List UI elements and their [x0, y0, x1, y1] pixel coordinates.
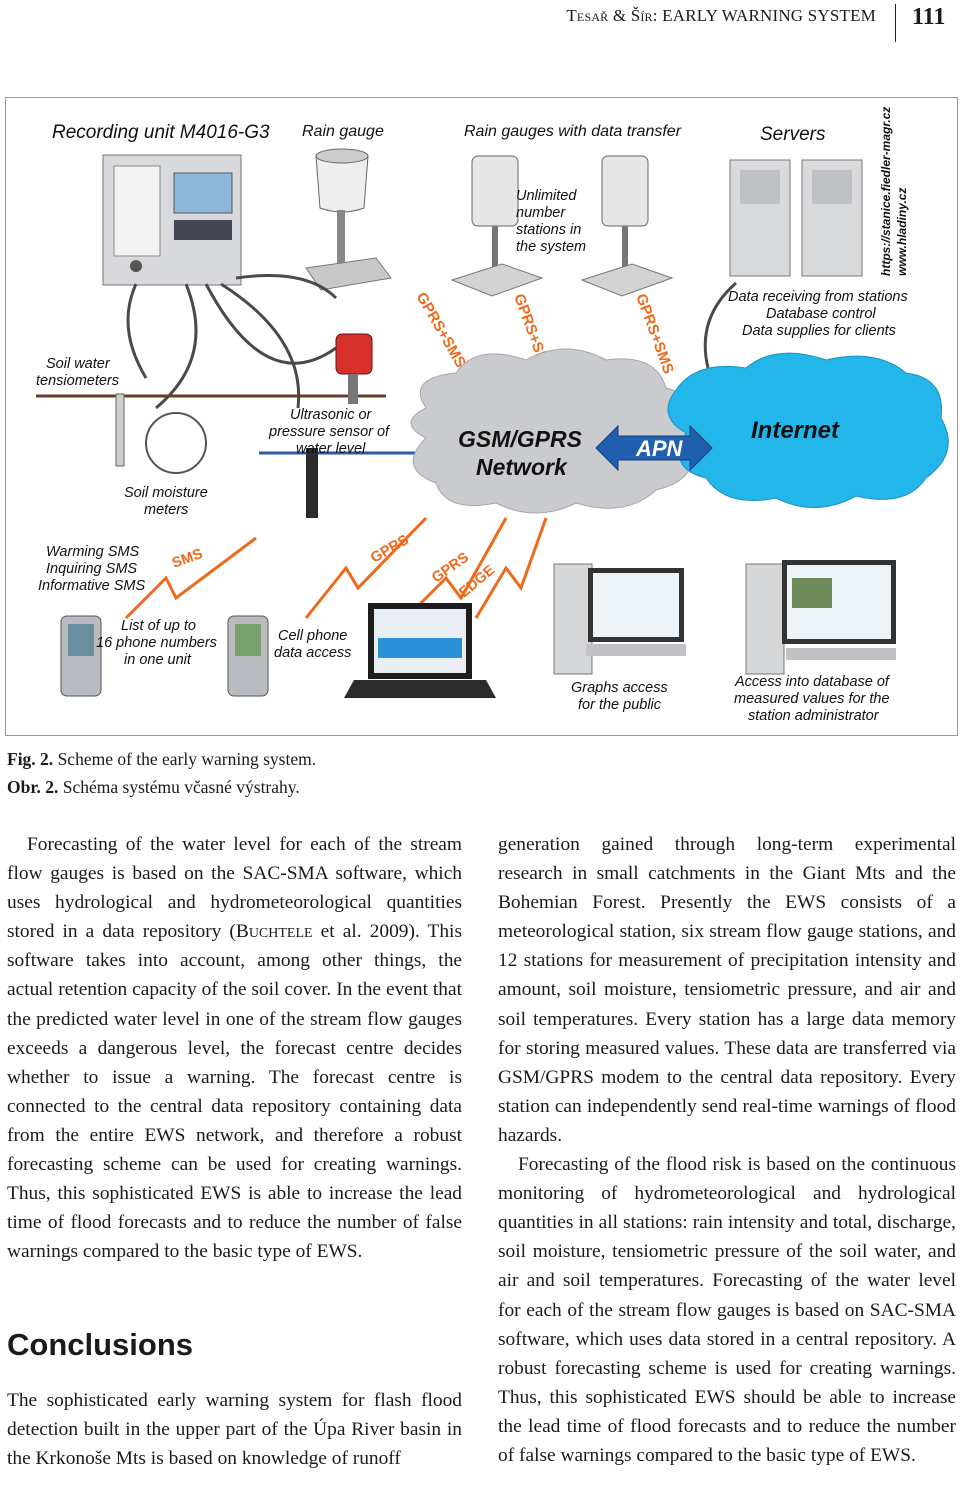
desktop-public-icon — [553, 563, 686, 675]
soil-water-line-1: Soil water — [46, 356, 111, 372]
caption-en-label: Fig. 2. — [7, 749, 54, 769]
soil-moisture-sensor-icon — [145, 412, 207, 474]
header-divider — [895, 4, 896, 42]
soil-water-line-2: tensiometers — [36, 373, 119, 389]
internet-cloud — [667, 352, 949, 508]
ultrasonic-line-3: water level — [296, 441, 366, 457]
apn-label: APN — [635, 436, 684, 461]
caption-cz-label: Obr. 2. — [7, 777, 59, 797]
right-paragraph-2: Forecasting of the flood risk is based o… — [498, 1154, 956, 1466]
right-paragraph-1: generation gained through long-term expe… — [498, 834, 956, 1146]
soil-moisture-line-1: Soil moisture — [124, 485, 208, 501]
caption-czech: Obr. 2. Schéma systému včasné výstrahy. — [7, 773, 316, 801]
left-column: Forecasting of the water level for each … — [7, 830, 462, 1473]
server-function-3: Data supplies for clients — [742, 323, 896, 339]
sms-type-inquiring: Inquiring SMS — [46, 561, 137, 577]
ultrasonic-line-1: Ultrasonic or — [290, 407, 373, 423]
graphs-access-line-1: Graphs access — [571, 680, 668, 696]
unlimited-line-2: number — [516, 205, 566, 221]
servers-icon — [729, 159, 863, 277]
laptop-icon — [344, 603, 496, 698]
page-header: Tesař & Šír: EARLY WARNING SYSTEM 111 — [0, 4, 960, 44]
soil-moisture-line-2: meters — [144, 502, 188, 518]
phone-list-line-1: List of up to — [121, 618, 196, 634]
phone-list-line-2: 16 phone numbers — [96, 635, 217, 651]
gprs-sms-label-1: GPRS+SMS — [413, 290, 470, 371]
caption-english: Fig. 2. Scheme of the early warning syst… — [7, 745, 316, 773]
unlimited-line-1: Unlimited — [516, 188, 577, 204]
unlimited-line-4: the system — [516, 239, 586, 255]
connection-cables — [126, 274, 737, 410]
left-paragraph-1: Forecasting of the water level for each … — [7, 830, 462, 1266]
gsm-network-line-1: GSM/GPRS — [458, 426, 583, 452]
db-access-line-1: Access into database of — [734, 674, 891, 690]
sms-type-warming: Warming SMS — [46, 544, 140, 560]
ground-line — [36, 394, 416, 455]
gsm-network-line-2: Network — [476, 454, 568, 480]
server-function-1: Data receiving from stations — [728, 289, 908, 305]
tensiometer-icon — [115, 393, 125, 467]
db-access-line-2: measured values for the — [734, 691, 890, 707]
page-number: 111 — [912, 4, 946, 30]
sms-type-informative: Informative SMS — [38, 578, 145, 594]
gprs-link-label-1: GPRS — [368, 532, 412, 567]
server-function-2: Database control — [766, 306, 876, 322]
title-rain-gauges-transfer: Rain gauges with data transfer — [464, 123, 682, 140]
apn-arrow — [595, 424, 713, 472]
caption-cz-text: Schéma systému včasné výstrahy. — [58, 777, 300, 797]
cell-phone-line-2: data access — [274, 645, 351, 661]
title-recording-unit: Recording unit M4016-G3 — [52, 122, 270, 143]
left-p1-text-b: et al. 2009). This software takes into a… — [7, 921, 462, 1263]
sms-link-label: SMS — [170, 546, 205, 572]
figure-early-warning-scheme: Recording unit M4016-G3 Rain gauge Rain … — [5, 97, 958, 736]
section-heading-conclusions: Conclusions — [7, 1327, 194, 1363]
phone-icon-left — [60, 615, 102, 697]
citation-buchtele: Buchtele — [235, 921, 313, 943]
phone-list-line-3: in one unit — [124, 652, 192, 668]
running-head: Tesař & Šír: EARLY WARNING SYSTEM — [566, 6, 876, 25]
lightning-links — [124, 516, 548, 620]
graphs-access-line-2: for the public — [578, 697, 662, 713]
url-fiedler: https://stanice.fiedler-magr.cz — [879, 107, 893, 276]
url-hladiny: www.hladiny.cz — [895, 188, 909, 276]
left-p1-text-a: Forecasting of the water level for each … — [7, 834, 462, 943]
ultrasonic-line-2: pressure sensor of — [268, 424, 391, 440]
desktop-admin-icon — [745, 560, 896, 675]
phone-icon-right — [227, 615, 269, 697]
caption-en-text: Scheme of the early warning system. — [53, 749, 317, 769]
title-rain-gauge: Rain gauge — [302, 123, 384, 140]
conclusions-paragraph: The sophisticated early warning system f… — [7, 1389, 462, 1469]
recording-unit-icon — [102, 154, 242, 286]
unlimited-line-3: stations in — [516, 222, 581, 238]
cell-phone-line-1: Cell phone — [278, 628, 347, 644]
ultrasonic-sensor-icon — [306, 333, 373, 518]
figure-caption: Fig. 2. Scheme of the early warning syst… — [7, 745, 316, 801]
right-column: generation gained through long-term expe… — [498, 830, 956, 1470]
scheme-diagram: Recording unit M4016-G3 Rain gauge Rain … — [36, 107, 949, 724]
rain-gauges-transfer-icon — [450, 155, 674, 297]
internet-label: Internet — [751, 417, 840, 444]
title-servers: Servers — [760, 124, 826, 145]
rain-gauge-icon — [305, 148, 392, 291]
db-access-line-3: station administrator — [748, 708, 880, 724]
